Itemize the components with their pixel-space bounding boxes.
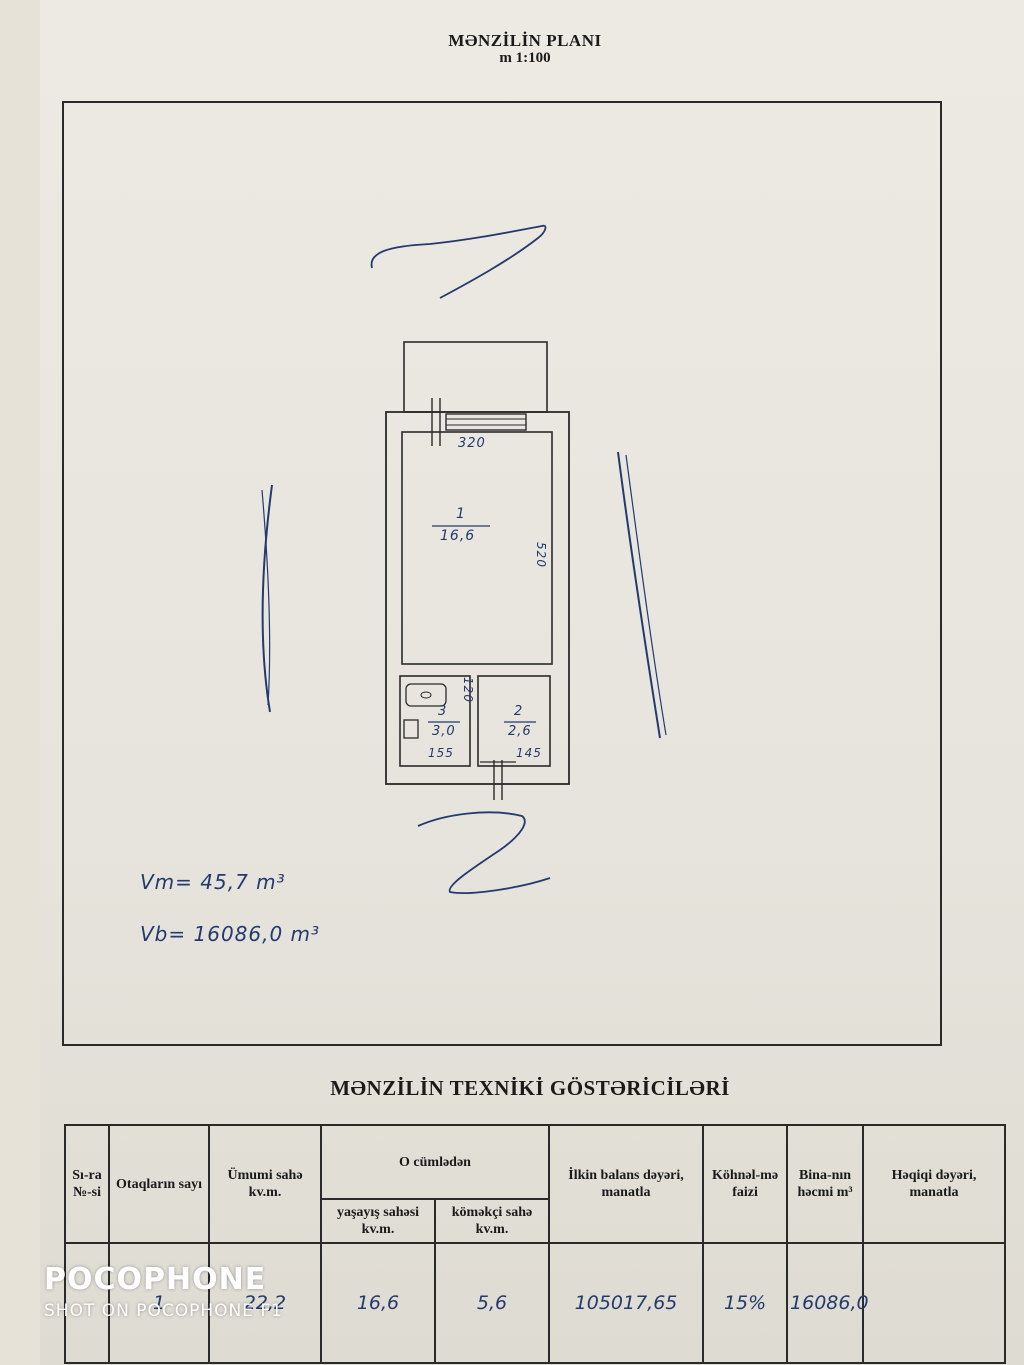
plan-scale: m 1:100 bbox=[499, 50, 551, 66]
cell-rooms: 1 bbox=[108, 1242, 210, 1364]
toilet-fixture bbox=[405, 683, 447, 707]
pen-stroke-right bbox=[617, 451, 661, 739]
room-2-outline bbox=[477, 675, 551, 767]
dimension-bath-width: 155 bbox=[428, 746, 454, 760]
apartment-volume-note: Vm= 45,7 m³ bbox=[140, 870, 286, 894]
header-building-volume: Bina-nın həcmi m³ bbox=[786, 1124, 865, 1244]
dimension-width: 320 bbox=[458, 436, 486, 451]
room-3-number: 3 bbox=[438, 704, 448, 719]
camera-watermark: POCOPHONE SHOT ON POCOPHONE F1 bbox=[44, 1262, 283, 1321]
tech-table: Sı-ra №-si Otaqların sayı Ümumi sahə kv.… bbox=[64, 1124, 1007, 1364]
outer-wall bbox=[385, 411, 570, 785]
cell-building-volume: 16086,0 bbox=[786, 1242, 869, 1364]
header-actual-value: Həqiqi dəyəri, manatla bbox=[862, 1124, 1007, 1244]
cell-index bbox=[64, 1242, 110, 1364]
cell-balance-value: 105017,65 bbox=[548, 1242, 705, 1364]
dimension-corridor: 120 bbox=[460, 677, 475, 703]
pen-stroke-bottom bbox=[417, 811, 551, 894]
cell-aux-area: 5,6 bbox=[433, 1242, 551, 1364]
header-wear: Köhnəl-mə faizi bbox=[702, 1124, 789, 1244]
header-aux-area: köməkçi sahə kv.m. bbox=[433, 1198, 551, 1244]
dimension-length: 520 bbox=[533, 542, 548, 568]
sink-fixture bbox=[403, 719, 419, 739]
watermark-brand: POCOPHONE bbox=[44, 1262, 267, 1297]
pen-stroke-top bbox=[370, 224, 547, 299]
tech-title: MƏNZİLİN TEXNİKİ GÖSTƏRİCİLƏRİ bbox=[330, 1076, 730, 1100]
room-1-area: 16,6 bbox=[440, 528, 476, 544]
header-total-area: Ümumi sahə kv.m. bbox=[208, 1124, 322, 1244]
room-3-area: 3,0 bbox=[432, 724, 456, 739]
watermark-sub: SHOT ON POCOPHONE F1 bbox=[44, 1301, 283, 1321]
dimension-room2-width: 145 bbox=[516, 746, 542, 760]
header-balance-value: İlkin balans dəyəri, manatla bbox=[548, 1124, 705, 1244]
cell-actual-value bbox=[862, 1242, 1007, 1364]
cell-total-area: 22,2 bbox=[208, 1242, 322, 1364]
pen-stroke-left bbox=[261, 484, 273, 713]
room-3-outline bbox=[399, 675, 471, 767]
header-index: Sı-ra №-si bbox=[64, 1124, 110, 1244]
header-living-area: yaşayış sahəsi kv.m. bbox=[320, 1198, 436, 1244]
cell-wear: 15% bbox=[702, 1242, 789, 1364]
plan-frame bbox=[62, 101, 942, 1046]
header-rooms: Otaqların sayı bbox=[108, 1124, 210, 1244]
room-2-number: 2 bbox=[514, 704, 524, 719]
cell-living-area: 16,6 bbox=[320, 1242, 436, 1364]
header-including: O cümlədən bbox=[319, 1124, 551, 1200]
plan-title: MƏNZİLİN PLANI bbox=[448, 31, 602, 50]
room-1-outline bbox=[401, 431, 553, 665]
building-volume-note: Vb= 16086,0 m³ bbox=[140, 922, 321, 946]
room-2-area: 2,6 bbox=[508, 724, 532, 739]
balcony-outline bbox=[403, 341, 548, 413]
window bbox=[445, 413, 527, 431]
room-1-number: 1 bbox=[456, 506, 466, 522]
